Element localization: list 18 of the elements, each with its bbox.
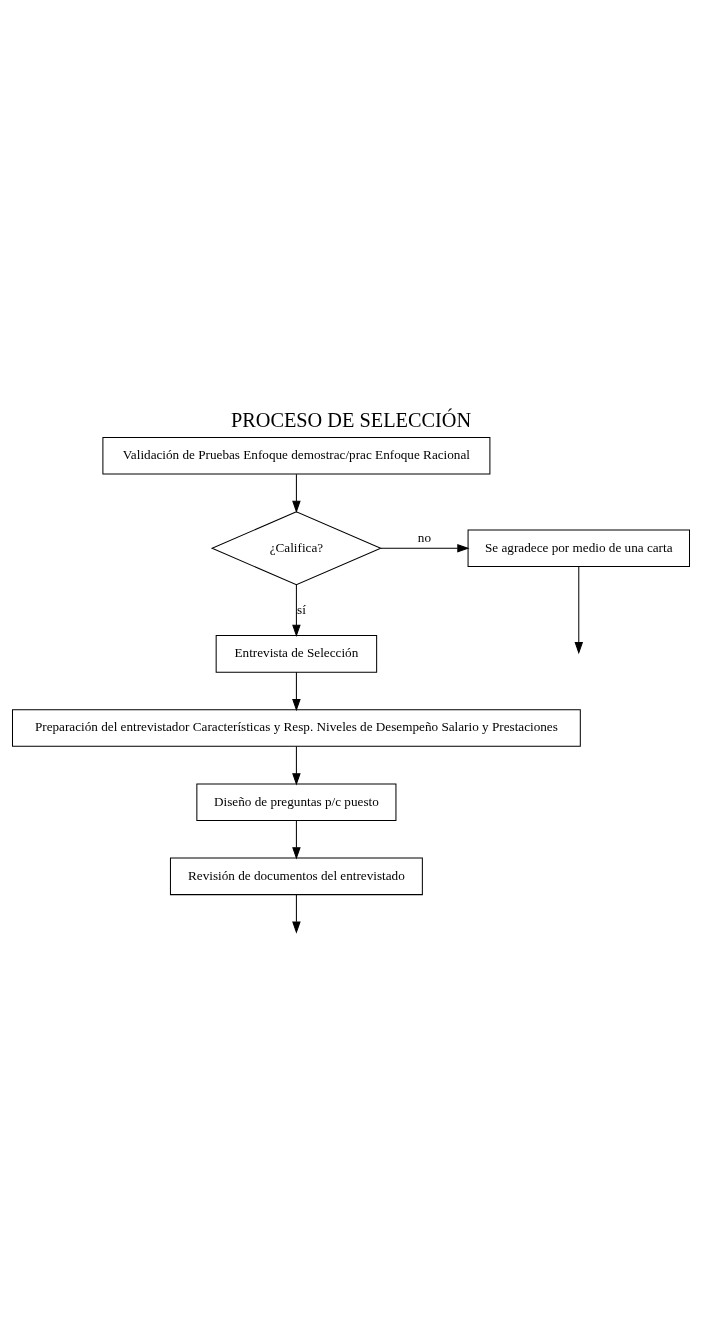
arrow: [380, 544, 470, 553]
arrow: [292, 894, 301, 934]
node-box: Se agradece por medio de una carta: [467, 529, 690, 568]
arrow: [292, 473, 301, 514]
node-box: Entrevista de Selección: [215, 635, 378, 673]
arrow: [292, 746, 301, 786]
diagram-title: PROCESO DE SELECCIÓN: [230, 409, 472, 432]
node-box: Revisión de documentos del entrevistado: [169, 857, 423, 896]
node-box: Diseño de preguntas p/c puesto: [196, 783, 397, 821]
arrow: [574, 566, 584, 655]
arrow: [292, 671, 301, 712]
node-box: Validación de Pruebas Enfoque demostrac/prac Enfoque Racional: [102, 437, 491, 475]
edge-label: no: [417, 529, 431, 545]
edge-label: sí: [297, 601, 306, 617]
arrow: [292, 820, 301, 860]
arrow: [292, 584, 301, 638]
node-diamond: ¿Califica?: [210, 511, 382, 586]
node-box: Preparación del entrevistador Características y Resp. Niveles de Desempeño Salario y Prestaciones: [12, 709, 581, 747]
